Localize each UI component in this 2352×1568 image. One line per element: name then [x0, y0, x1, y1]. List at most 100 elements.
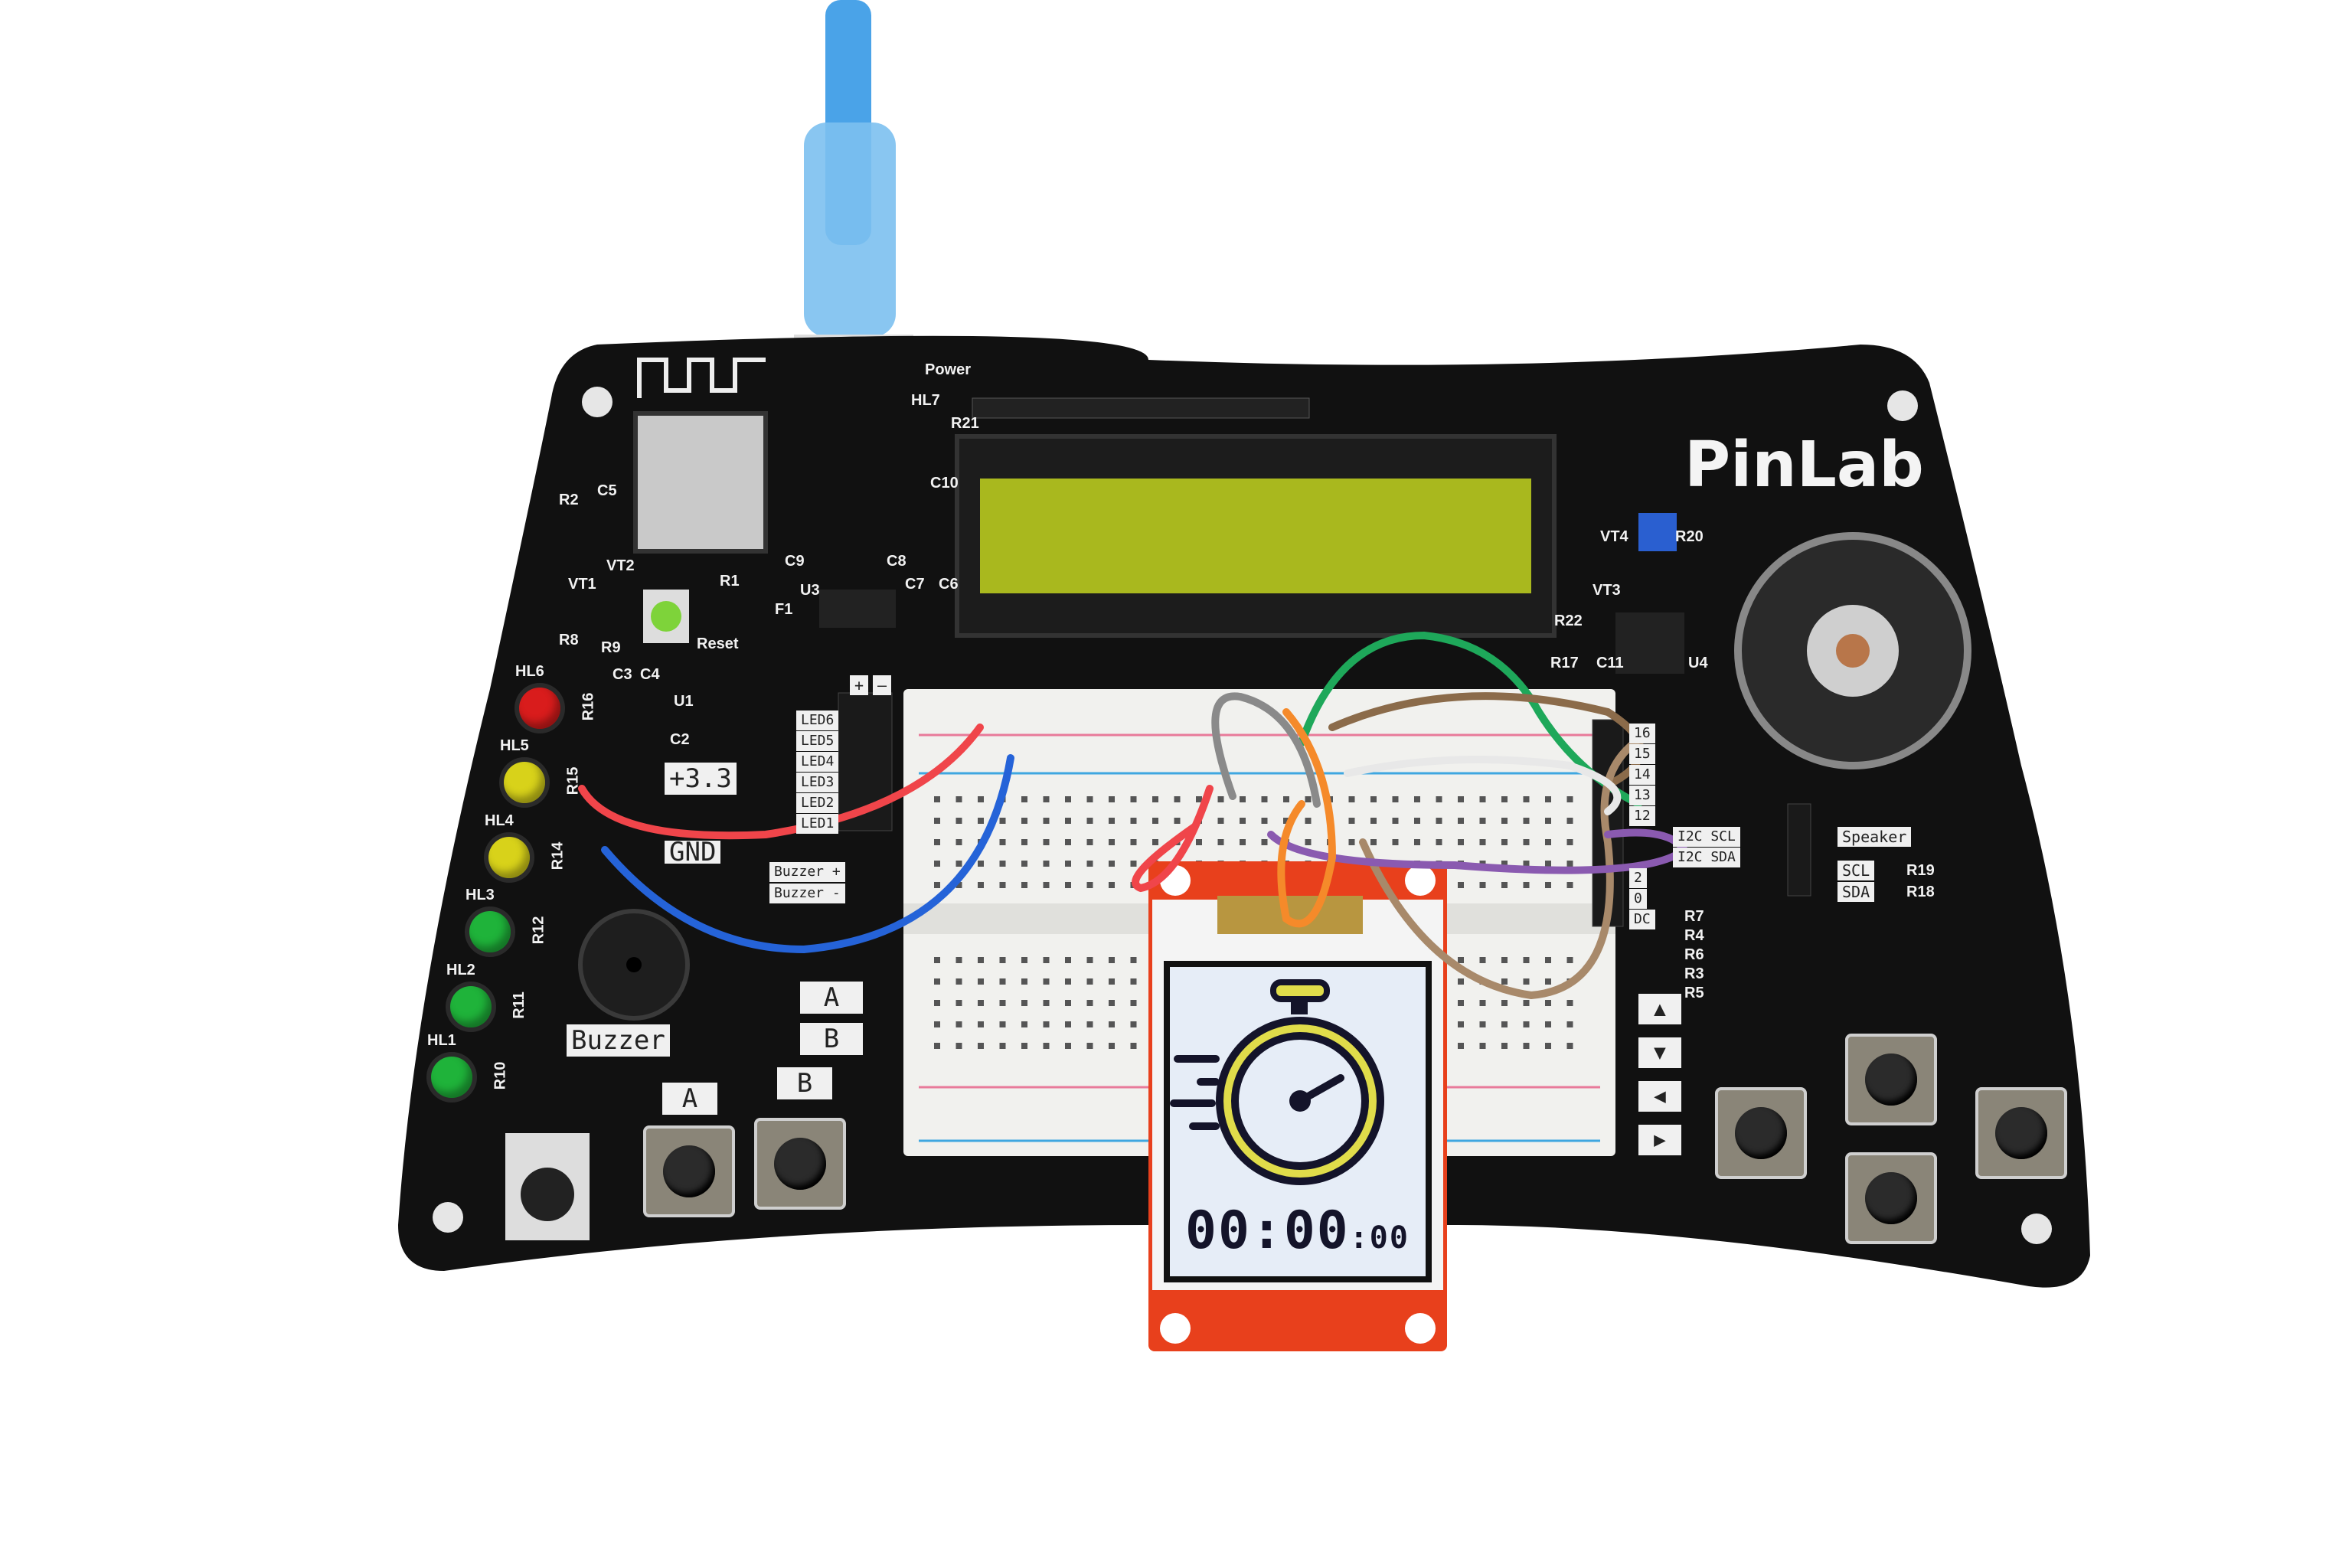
button-a[interactable]: [643, 1125, 735, 1217]
breadboard-hole: [1240, 796, 1246, 802]
breadboard-hole: [934, 957, 940, 963]
breadboard-hole: [1086, 978, 1093, 985]
label-header-b: B: [800, 1023, 863, 1055]
tft-screen: [1164, 961, 1432, 1282]
breadboard-hole: [1043, 1000, 1050, 1006]
label-r3: R3: [1684, 965, 1704, 982]
label-led6: LED6: [796, 710, 839, 730]
breadboard-hole: [934, 796, 940, 802]
breadboard-hole: [1021, 839, 1027, 845]
breadboard-hole: [1458, 796, 1464, 802]
breadboard-hole: [1523, 957, 1530, 963]
breadboard-hole: [1545, 957, 1551, 963]
potentiometer-knob[interactable]: [521, 1168, 574, 1221]
breadboard-hole: [1545, 839, 1551, 845]
breadboard-hole: [934, 818, 940, 824]
silk-c11: C11: [1596, 655, 1624, 671]
breadboard-hole: [1479, 1021, 1486, 1027]
label-scl: SCL: [1838, 861, 1875, 880]
silk-r17: R17: [1550, 655, 1579, 671]
button-right[interactable]: [1975, 1087, 2067, 1179]
breadboard-hole: [1414, 839, 1420, 845]
label-gnd: GND: [665, 839, 721, 865]
breadboard-hole: [1479, 796, 1486, 802]
reset-button-cap[interactable]: [651, 601, 681, 632]
breadboard-hole: [1109, 839, 1115, 845]
breadboard-hole: [1566, 1043, 1573, 1049]
breadboard-hole: [1261, 796, 1268, 802]
breadboard-hole: [1370, 796, 1377, 802]
silk-vt2: VT2: [606, 557, 635, 574]
timer-main: 00:00: [1185, 1200, 1350, 1261]
breadboard-hole: [1065, 882, 1071, 888]
breadboard-hole: [1283, 818, 1289, 824]
label-hl4: HL4: [485, 812, 514, 829]
button-up[interactable]: [1845, 1034, 1937, 1125]
breadboard-hole: [1348, 796, 1355, 802]
breadboard-hole: [978, 1000, 984, 1006]
breadboard-hole: [1152, 818, 1158, 824]
breadboard-hole: [1021, 796, 1027, 802]
breadboard-hole: [1566, 957, 1573, 963]
silk-r2: R2: [559, 492, 579, 508]
silk-c3: C3: [612, 666, 632, 683]
breadboard-hole: [1501, 1043, 1508, 1049]
breadboard-hole: [1479, 957, 1486, 963]
breadboard-hole: [1065, 957, 1071, 963]
breadboard-hole: [934, 1043, 940, 1049]
breadboard-hole: [1174, 818, 1181, 824]
breadboard-hole: [1065, 796, 1071, 802]
silk-c10: C10: [930, 475, 959, 492]
silk-power: Power: [925, 361, 972, 378]
breadboard-hole: [1501, 1000, 1508, 1006]
label-button-b: B: [777, 1067, 832, 1099]
label-header-i2c-sda: I2C SDA: [1673, 848, 1740, 867]
breadboard-hole: [1021, 957, 1027, 963]
breadboard-hole: [1501, 1021, 1508, 1027]
breadboard-hole: [1086, 861, 1093, 867]
chip-u3: [819, 590, 896, 628]
label-button-a: A: [662, 1083, 717, 1115]
button-down[interactable]: [1845, 1152, 1937, 1244]
breadboard-hole: [1458, 882, 1464, 888]
breadboard-hole: [1109, 1043, 1115, 1049]
breadboard-hole: [978, 882, 984, 888]
breadboard-hole: [1523, 861, 1530, 867]
breadboard-hole: [1545, 978, 1551, 985]
label-hl2: HL2: [446, 962, 475, 978]
breadboard-hole: [1043, 861, 1050, 867]
breadboard-hole: [999, 861, 1006, 867]
led-hl6: [519, 688, 560, 729]
button-left[interactable]: [1715, 1087, 1807, 1179]
breadboard-hole: [1523, 1000, 1530, 1006]
breadboard-hole: [1566, 861, 1573, 867]
breadboard-hole: [1086, 796, 1093, 802]
breadboard-hole: [1021, 861, 1027, 867]
label-rail-minus: —: [873, 675, 892, 695]
breadboard-hole: [1065, 1043, 1071, 1049]
breadboard-hole: [999, 818, 1006, 824]
breadboard-hole: [1479, 839, 1486, 845]
label-r10: R10: [492, 1061, 509, 1090]
breadboard-hole: [1392, 839, 1399, 845]
button-b[interactable]: [754, 1118, 846, 1210]
silk-c8: C8: [887, 553, 906, 570]
label-r12: R12: [530, 916, 547, 945]
breadboard-hole: [1065, 1021, 1071, 1027]
breadboard-hole: [1501, 882, 1508, 888]
breadboard-hole: [978, 818, 984, 824]
breadboard-hole: [978, 978, 984, 985]
silk-c5: C5: [597, 482, 617, 499]
breadboard-hole: [1086, 882, 1093, 888]
breadboard-hole: [1021, 978, 1027, 985]
silk-vt1: VT1: [568, 576, 596, 593]
arrow-label-2: ◀: [1638, 1081, 1681, 1112]
breadboard-hole: [956, 882, 962, 888]
breadboard-hole: [1043, 839, 1050, 845]
silk-r9: R9: [601, 639, 621, 656]
label-3v3: +3.3: [665, 763, 737, 795]
breadboard-hole: [1086, 1043, 1093, 1049]
label-r19: R19: [1906, 862, 1935, 879]
